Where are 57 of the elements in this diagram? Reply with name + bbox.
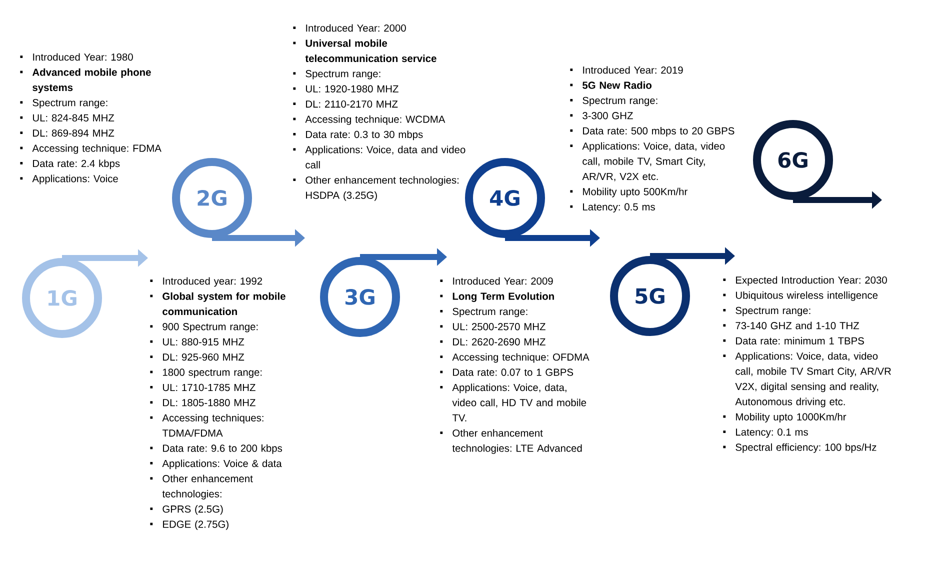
bullet-text: Introduced Year: 1980 [33, 53, 133, 61]
bullet-text: UL: 880-915 MHZ [163, 338, 244, 346]
bullet-text: UL: 1920-1980 MHZ [306, 85, 398, 92]
bullet-text: EDGE (2.75G) [163, 520, 228, 530]
bullet-text: Advanced mobile phone systems [32, 68, 151, 94]
bullet-text: Accessing technique: OFDMA [452, 353, 590, 363]
bullet-text: DL: 1805-1880 MHZ [163, 399, 256, 406]
bullet-text: Latency: 0.5 ms [583, 203, 655, 212]
bullet-text: 1800 spectrum range: [163, 368, 262, 378]
bullet-text: Mobility upto 500Km/hr [583, 188, 688, 198]
bullet-text: Data rate: 2.4 kbps [33, 160, 120, 170]
bullet-text: Applications: Voice [32, 174, 118, 184]
bullet-text: Ubiquitous wireless intelligence [736, 291, 878, 301]
bullet-text: Applications: Voice, data, video call, mobile TV Smart City, AR/VR V2X, digital sensing and reality, Autonomous driving etc. [735, 352, 891, 408]
bullet-text: GPRS (2.5G) [162, 505, 223, 515]
bullet-text: Applications: Voice, data and video call [305, 146, 466, 168]
bullet-text: Accessing technique: WCDMA [305, 115, 446, 125]
bullet-text: 900 Spectrum range: [162, 323, 258, 332]
bullet-text: Applications: Voice, data, video call, HD TV and mobile TV. [452, 384, 586, 422]
bullet-text: UL: 824-845 MHZ [33, 114, 114, 122]
bullet-text: Global system for mobile communication [162, 292, 286, 316]
bullet-text: Applications: Voice & data [162, 460, 282, 470]
bullet-text: Other enhancement technologies: HSDPA (3.25G) [306, 176, 458, 201]
bullet-text: Universal mobile telecommunication service [305, 39, 436, 62]
bullet-text: Long Term Evolution [452, 292, 554, 302]
bullet-text: Spectral efficiency: 100 bps/Hz [736, 443, 876, 453]
bullet-text: Data rate: 0.07 to 1 GBPS [453, 368, 574, 376]
bullet-text: Accessing technique: FDMA [32, 144, 162, 154]
bullet-text: Other enhancement technologies: LTE Advanced [452, 429, 582, 454]
bullet-text: Spectrum range: [452, 308, 528, 318]
bullet-text: Applications: Voice, data, video call, mobile TV, Smart City, AR/VR, V2X etc. [582, 142, 725, 182]
bullet-text: Introduced Year: 2000 [306, 24, 406, 32]
bullet-text: UL: 2500-2570 MHZ [453, 323, 546, 330]
bullet-text: 73-140 GHZ and 1-10 THZ [736, 322, 860, 330]
bullet-text: UL: 1710-1785 MHZ [163, 384, 256, 392]
bullet-text: Data rate: 0.3 to 30 mbps [306, 130, 423, 140]
bullet-text: 5G New Radio [582, 81, 652, 89]
bullet-text: Spectrum range: [306, 70, 380, 80]
bullet-text: Latency: 0.1 ms [736, 428, 808, 438]
bullet-text: Spectrum range: [736, 306, 810, 316]
bullet-text: DL: 2620-2690 MHZ [453, 338, 546, 346]
bullet-text: Mobility upto 1000Km/hr [736, 413, 846, 422]
bullet-text: DL: 925-960 MHZ [163, 353, 244, 361]
bullet-text: Data rate: 9.6 to 200 kbps [163, 444, 282, 454]
bullet-text: Spectrum range: [32, 99, 108, 108]
bullet-text: DL: 869-894 MHZ [33, 129, 114, 137]
bullet-text: Expected Introduction Year: 2030 [736, 276, 887, 286]
bullet-text: Data rate: 500 mbps to 20 GBPS [583, 127, 734, 136]
bullet-text: Introduced Year: 2019 [583, 66, 683, 74]
bullet-text: Spectrum range: [582, 96, 658, 106]
bullet-text: Introduced year: 1992 [163, 277, 262, 287]
bullet-text: Other enhancement technologies: [162, 474, 253, 500]
bullet-text: Data rate: minimum 1 TBPS [736, 337, 864, 344]
bullet-text: Introduced Year: 2009 [453, 277, 553, 285]
bullet-text: 3-300 GHZ [582, 112, 633, 120]
bullet-text: Accessing techniques: TDMA/FDMA [162, 414, 264, 437]
bullet-text: DL: 2110-2170 MHZ [306, 100, 398, 108]
